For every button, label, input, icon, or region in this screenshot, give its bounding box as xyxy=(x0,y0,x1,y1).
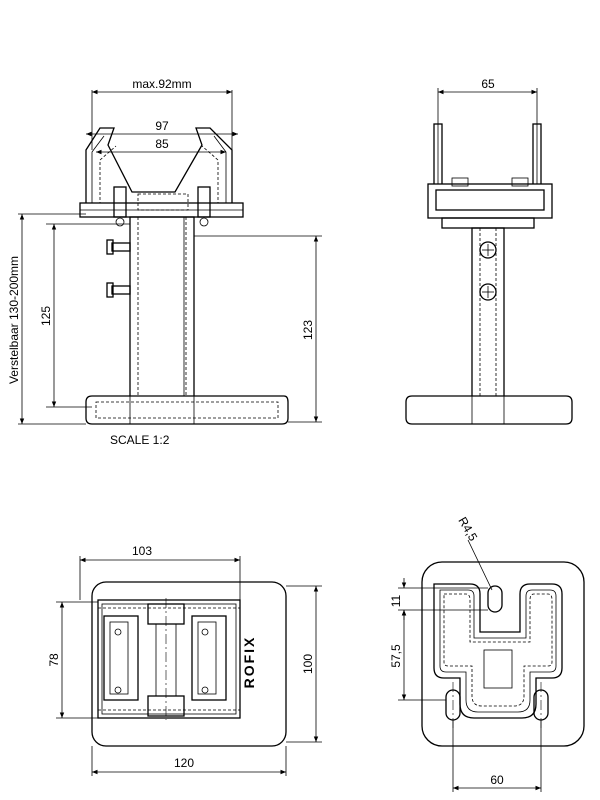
dim-hole-distance: 60 xyxy=(490,773,504,787)
adjust-knob-icon xyxy=(479,241,497,259)
dim-max-width: max.92mm xyxy=(132,77,191,91)
dim-top-width: 103 xyxy=(132,544,152,558)
dim-top-depth-right: 100 xyxy=(301,654,315,674)
dim-outer-width: 97 xyxy=(155,119,169,133)
adjust-knob-icon xyxy=(479,283,497,301)
top-view: ROFIX 103 78 100 120 xyxy=(47,544,322,776)
dim-adjustable-range: Verstelbaar 130-200mm xyxy=(7,256,21,384)
screw-icon xyxy=(106,239,131,255)
dim-spacing: 57,5 xyxy=(389,644,403,668)
dim-inner-width: 85 xyxy=(155,137,169,151)
bottom-view: R4,5 11 57,5 60 xyxy=(389,515,585,792)
dim-height: 125 xyxy=(39,306,53,326)
dim-top-total-width: 120 xyxy=(174,756,194,770)
dim-slot: 11 xyxy=(389,594,403,607)
screw-icon xyxy=(106,282,131,298)
front-view: max.92mm 97 85 Verstelbaar 130-200mm 125… xyxy=(7,77,322,447)
dim-radius: R4,5 xyxy=(455,515,480,544)
dim-side-width: 65 xyxy=(481,77,495,91)
scale-label: SCALE 1:2 xyxy=(110,433,170,447)
dim-right-height: 123 xyxy=(301,320,315,340)
brand-logo: ROFIX xyxy=(241,636,257,689)
dim-top-depth-left: 78 xyxy=(47,653,61,667)
side-view: 65 xyxy=(405,77,573,425)
